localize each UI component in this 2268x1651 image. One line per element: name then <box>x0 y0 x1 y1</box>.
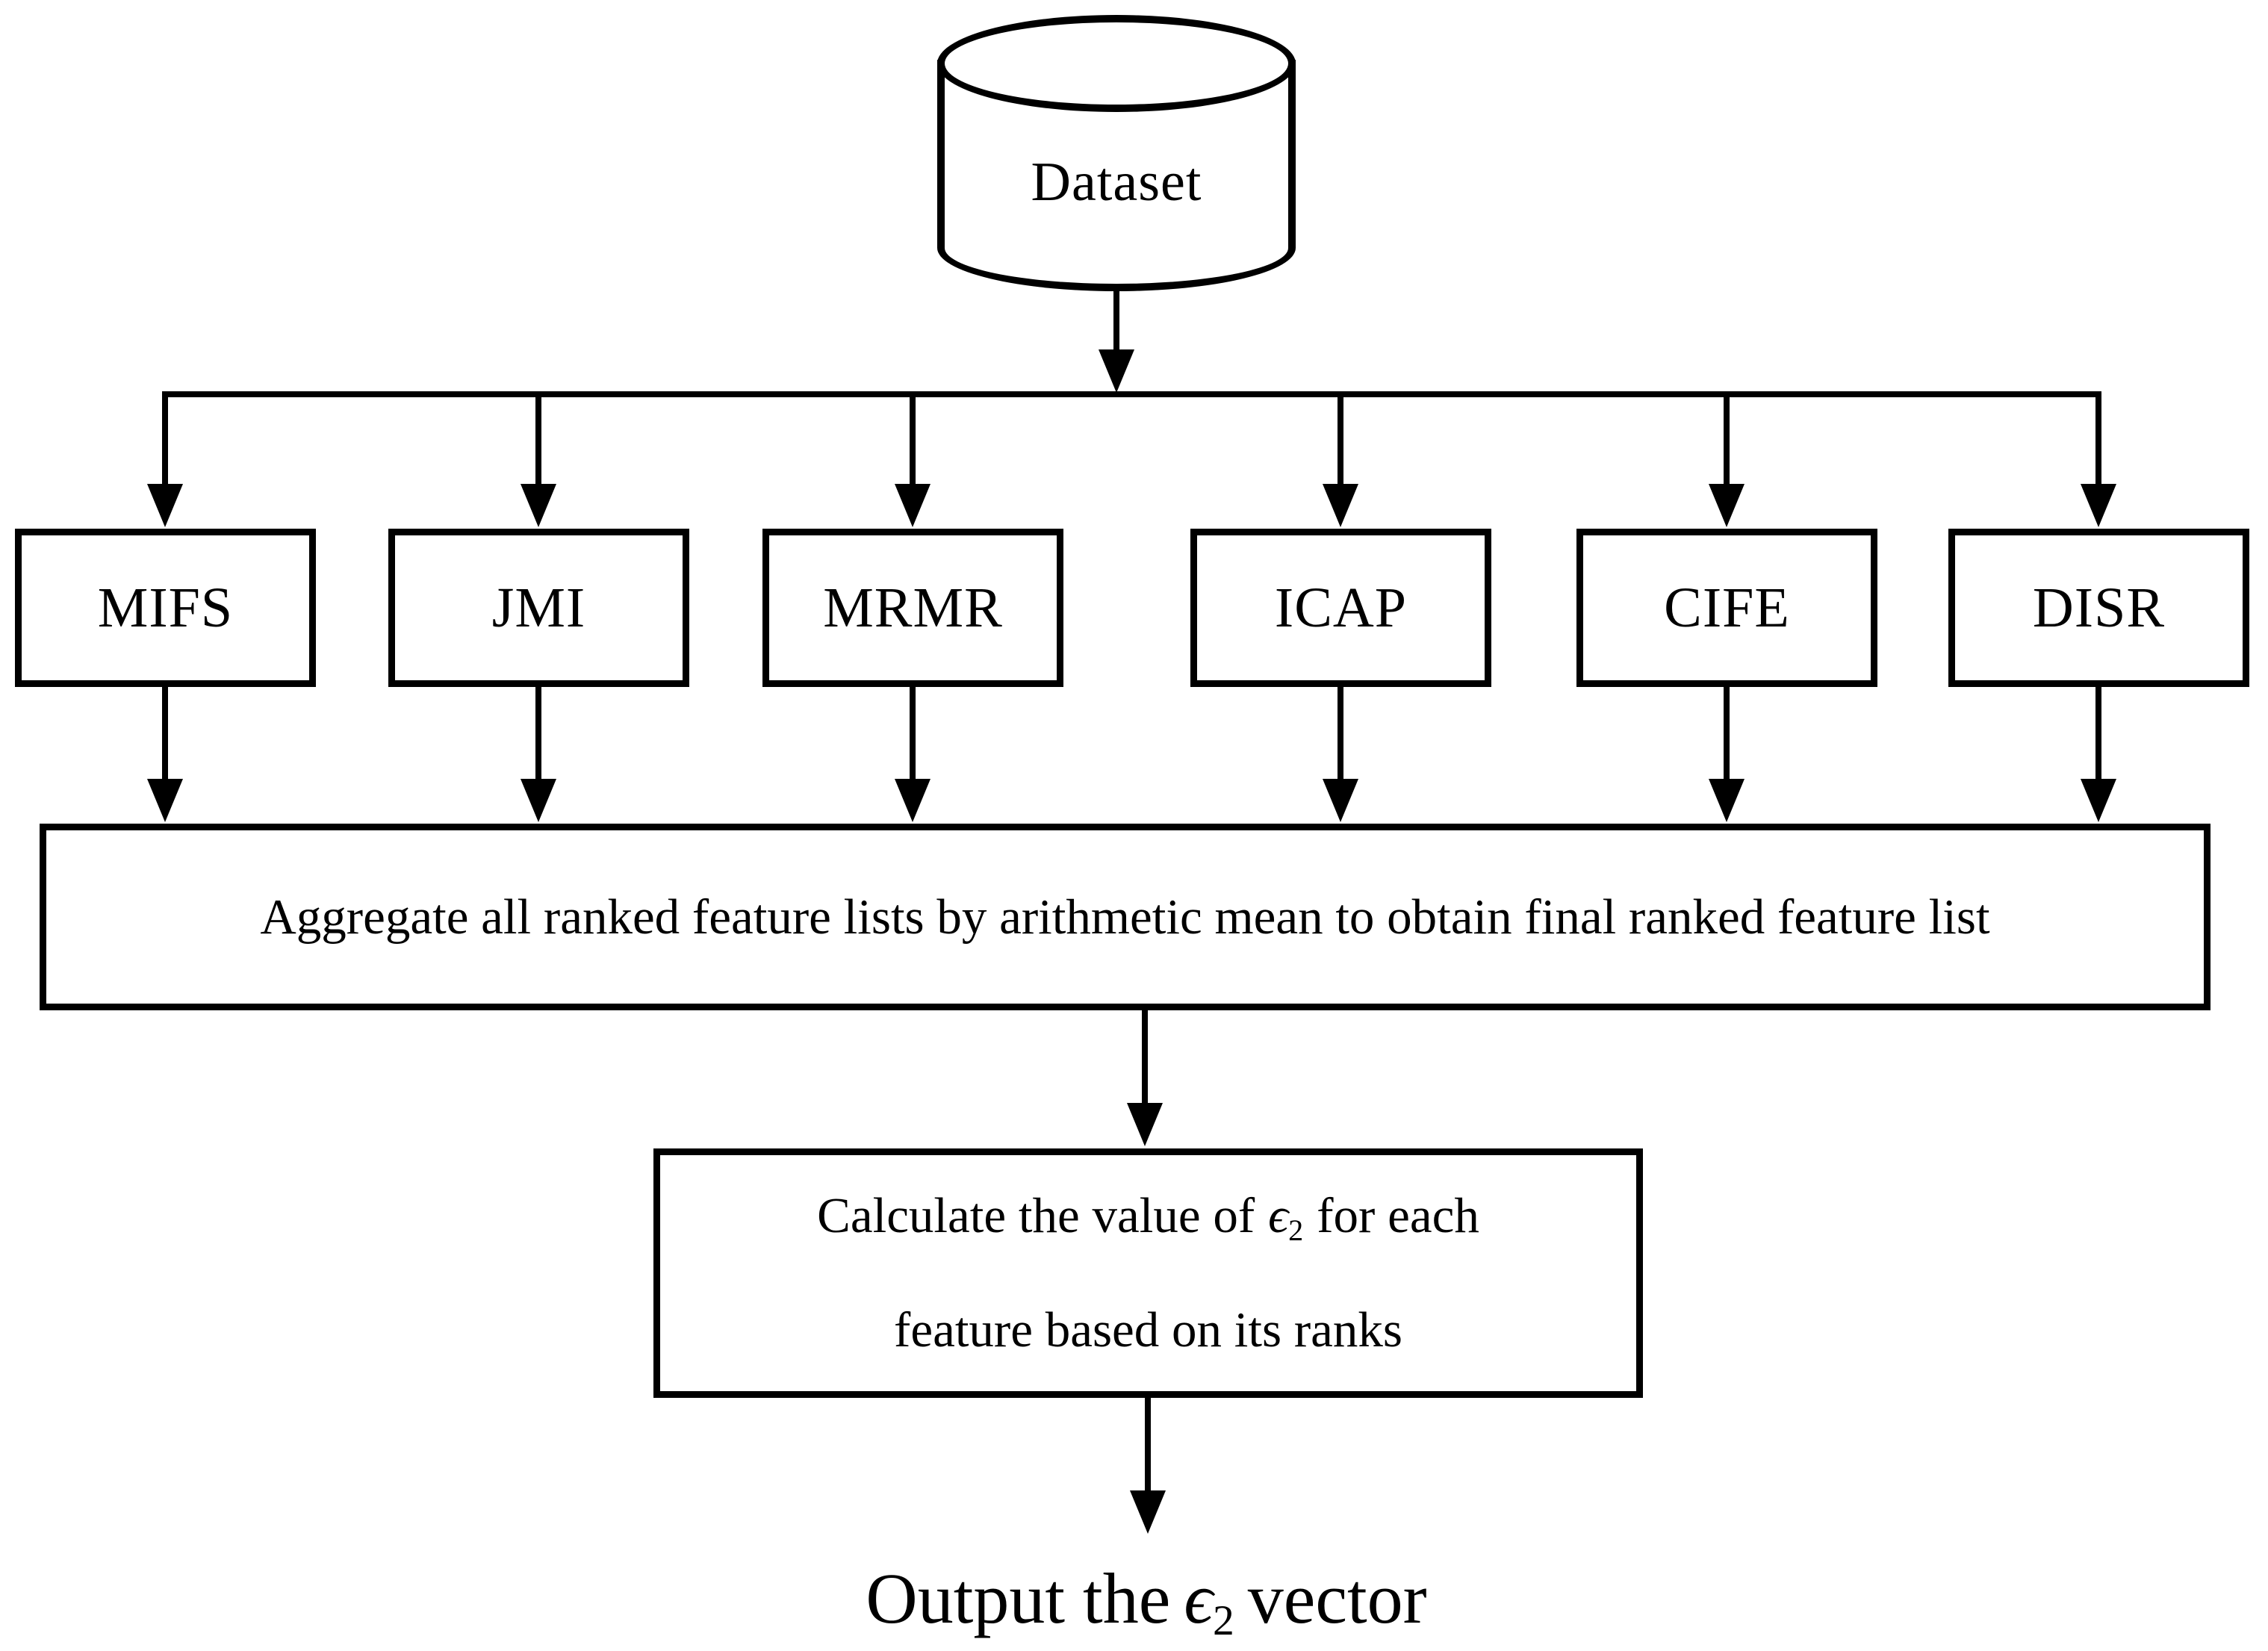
method-box-cife: CIFE <box>1576 529 1877 687</box>
arrowhead-to-cife-icon <box>1709 484 1745 527</box>
dataset-cylinder: Dataset <box>937 15 1296 291</box>
connector-mrmr-to-aggregate <box>910 687 916 782</box>
arrowhead-calculate-to-output-icon <box>1130 1490 1166 1534</box>
method-label-mifs: MIFS <box>97 576 234 639</box>
calculate-line1-prefix: Calculate the value of <box>817 1187 1255 1243</box>
connector-calculate-to-output <box>1145 1398 1151 1493</box>
method-label-icap: ICAP <box>1274 576 1408 639</box>
output-suffix: vector <box>1247 1558 1427 1638</box>
connector-branch-to-disr <box>2095 391 2101 487</box>
calculate-line1-suffix: for each <box>1317 1187 1479 1243</box>
connector-aggregate-to-calculate <box>1142 1010 1148 1106</box>
arrowhead-jmi-to-aggregate-icon <box>521 779 556 822</box>
method-label-jmi: JMI <box>491 576 586 639</box>
connector-branch-to-mifs <box>162 391 168 487</box>
branch-line <box>162 391 2101 397</box>
arrowhead-to-jmi-icon <box>521 484 556 527</box>
method-box-icap: ICAP <box>1190 529 1491 687</box>
method-box-jmi: JMI <box>388 529 689 687</box>
method-label-disr: DISR <box>2032 576 2166 639</box>
arrowhead-dataset-to-branch-icon <box>1099 349 1134 393</box>
connector-branch-to-mrmr <box>910 391 916 487</box>
connector-mifs-to-aggregate <box>162 687 168 782</box>
arrowhead-to-mifs-icon <box>147 484 183 527</box>
arrowhead-mifs-to-aggregate-icon <box>147 779 183 822</box>
arrowhead-aggregate-to-calculate-icon <box>1127 1103 1163 1146</box>
output-epsilon-subscript: 2 <box>1212 1597 1234 1645</box>
calculate-line2: feature based on its ranks <box>894 1302 1402 1358</box>
arrowhead-disr-to-aggregate-icon <box>2081 779 2116 822</box>
dataset-cylinder-top-ellipse <box>937 15 1296 112</box>
dataset-label: Dataset <box>1031 151 1202 213</box>
method-label-cife: CIFE <box>1664 576 1790 639</box>
connector-jmi-to-aggregate <box>535 687 541 782</box>
aggregate-box: Aggregate all ranked feature lists by ar… <box>40 824 2210 1010</box>
connector-icap-to-aggregate <box>1338 687 1343 782</box>
output-prefix: Output the <box>866 1558 1171 1638</box>
connector-cife-to-aggregate <box>1724 687 1730 782</box>
method-box-disr: DISR <box>1948 529 2249 687</box>
output-epsilon-symbol: ϵ <box>1184 1558 1213 1638</box>
epsilon-subscript: 2 <box>1288 1213 1304 1248</box>
method-label-mrmr: MRMR <box>823 576 1003 639</box>
arrowhead-to-mrmr-icon <box>895 484 930 527</box>
aggregate-text: Aggregate all ranked feature lists by ar… <box>260 889 1990 945</box>
arrowhead-to-disr-icon <box>2081 484 2116 527</box>
connector-dataset-stem <box>1113 290 1119 351</box>
arrowhead-icap-to-aggregate-icon <box>1323 779 1358 822</box>
arrowhead-cife-to-aggregate-icon <box>1709 779 1745 822</box>
connector-branch-to-icap <box>1338 391 1343 487</box>
connector-disr-to-aggregate <box>2095 687 2101 782</box>
epsilon-symbol: ϵ <box>1268 1187 1289 1243</box>
method-box-mifs: MIFS <box>15 529 316 687</box>
arrowhead-mrmr-to-aggregate-icon <box>895 779 930 822</box>
connector-branch-to-cife <box>1724 391 1730 487</box>
connector-branch-to-jmi <box>535 391 541 487</box>
arrowhead-to-icap-icon <box>1323 484 1358 527</box>
method-box-mrmr: MRMR <box>762 529 1063 687</box>
